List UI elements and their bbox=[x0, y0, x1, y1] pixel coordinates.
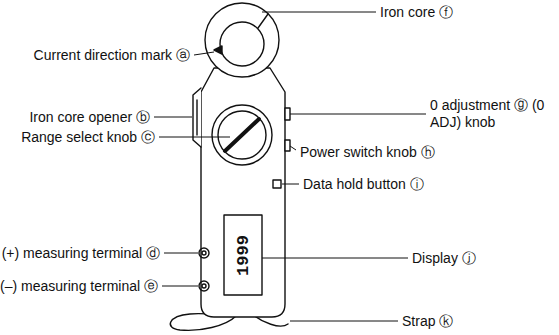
plus-terminal-core bbox=[202, 251, 206, 255]
data-hold-button bbox=[273, 180, 281, 188]
leader-line bbox=[154, 117, 192, 118]
power-switch-knob bbox=[285, 140, 290, 151]
meter-body bbox=[201, 68, 285, 317]
opener-line bbox=[196, 100, 197, 135]
leader-line bbox=[159, 137, 230, 138]
display-reading: 1999 bbox=[234, 235, 253, 276]
current-direction-mark bbox=[214, 46, 222, 54]
iron-core-hole bbox=[220, 22, 264, 66]
part-label: Iron core ⓕ bbox=[380, 4, 453, 21]
zero-adjust-knob bbox=[285, 108, 290, 120]
leader-line bbox=[282, 184, 299, 185]
leader-line bbox=[290, 321, 398, 322]
minus-terminal-core bbox=[202, 284, 206, 288]
range-select-knob bbox=[212, 105, 272, 165]
knob-slot bbox=[225, 119, 259, 151]
part-label: (+) measuring terminal ⓓ bbox=[2, 245, 160, 262]
range-select-knob-inner bbox=[218, 111, 266, 159]
part-label: Current direction mark ⓐ bbox=[34, 47, 190, 64]
leader-line bbox=[162, 286, 198, 287]
part-label: 0 adjustment ⓖ (0 ADJ) knob bbox=[430, 97, 555, 131]
leader-line bbox=[290, 146, 296, 150]
leader-line bbox=[262, 12, 376, 13]
core-split bbox=[258, 14, 268, 28]
minus-terminal bbox=[199, 281, 209, 291]
part-label: (–) measuring terminal ⓔ bbox=[0, 278, 158, 295]
part-label: Display ⓙ bbox=[412, 250, 476, 267]
leader-line bbox=[194, 52, 214, 55]
part-label: Range select knob ⓒ bbox=[21, 129, 155, 146]
part-label: Iron core opener ⓑ bbox=[29, 109, 150, 126]
leader-line bbox=[262, 258, 408, 259]
iron-core-opener bbox=[193, 88, 201, 147]
leader-line bbox=[290, 114, 426, 115]
leader-line bbox=[164, 253, 198, 254]
plus-terminal bbox=[199, 248, 209, 258]
display-window bbox=[224, 215, 262, 295]
part-label: Data hold button ⓘ bbox=[303, 176, 424, 193]
part-label: Strap ⓚ bbox=[402, 313, 453, 330]
part-label: Power switch knob ⓗ bbox=[300, 144, 435, 161]
iron-core bbox=[205, 3, 279, 77]
